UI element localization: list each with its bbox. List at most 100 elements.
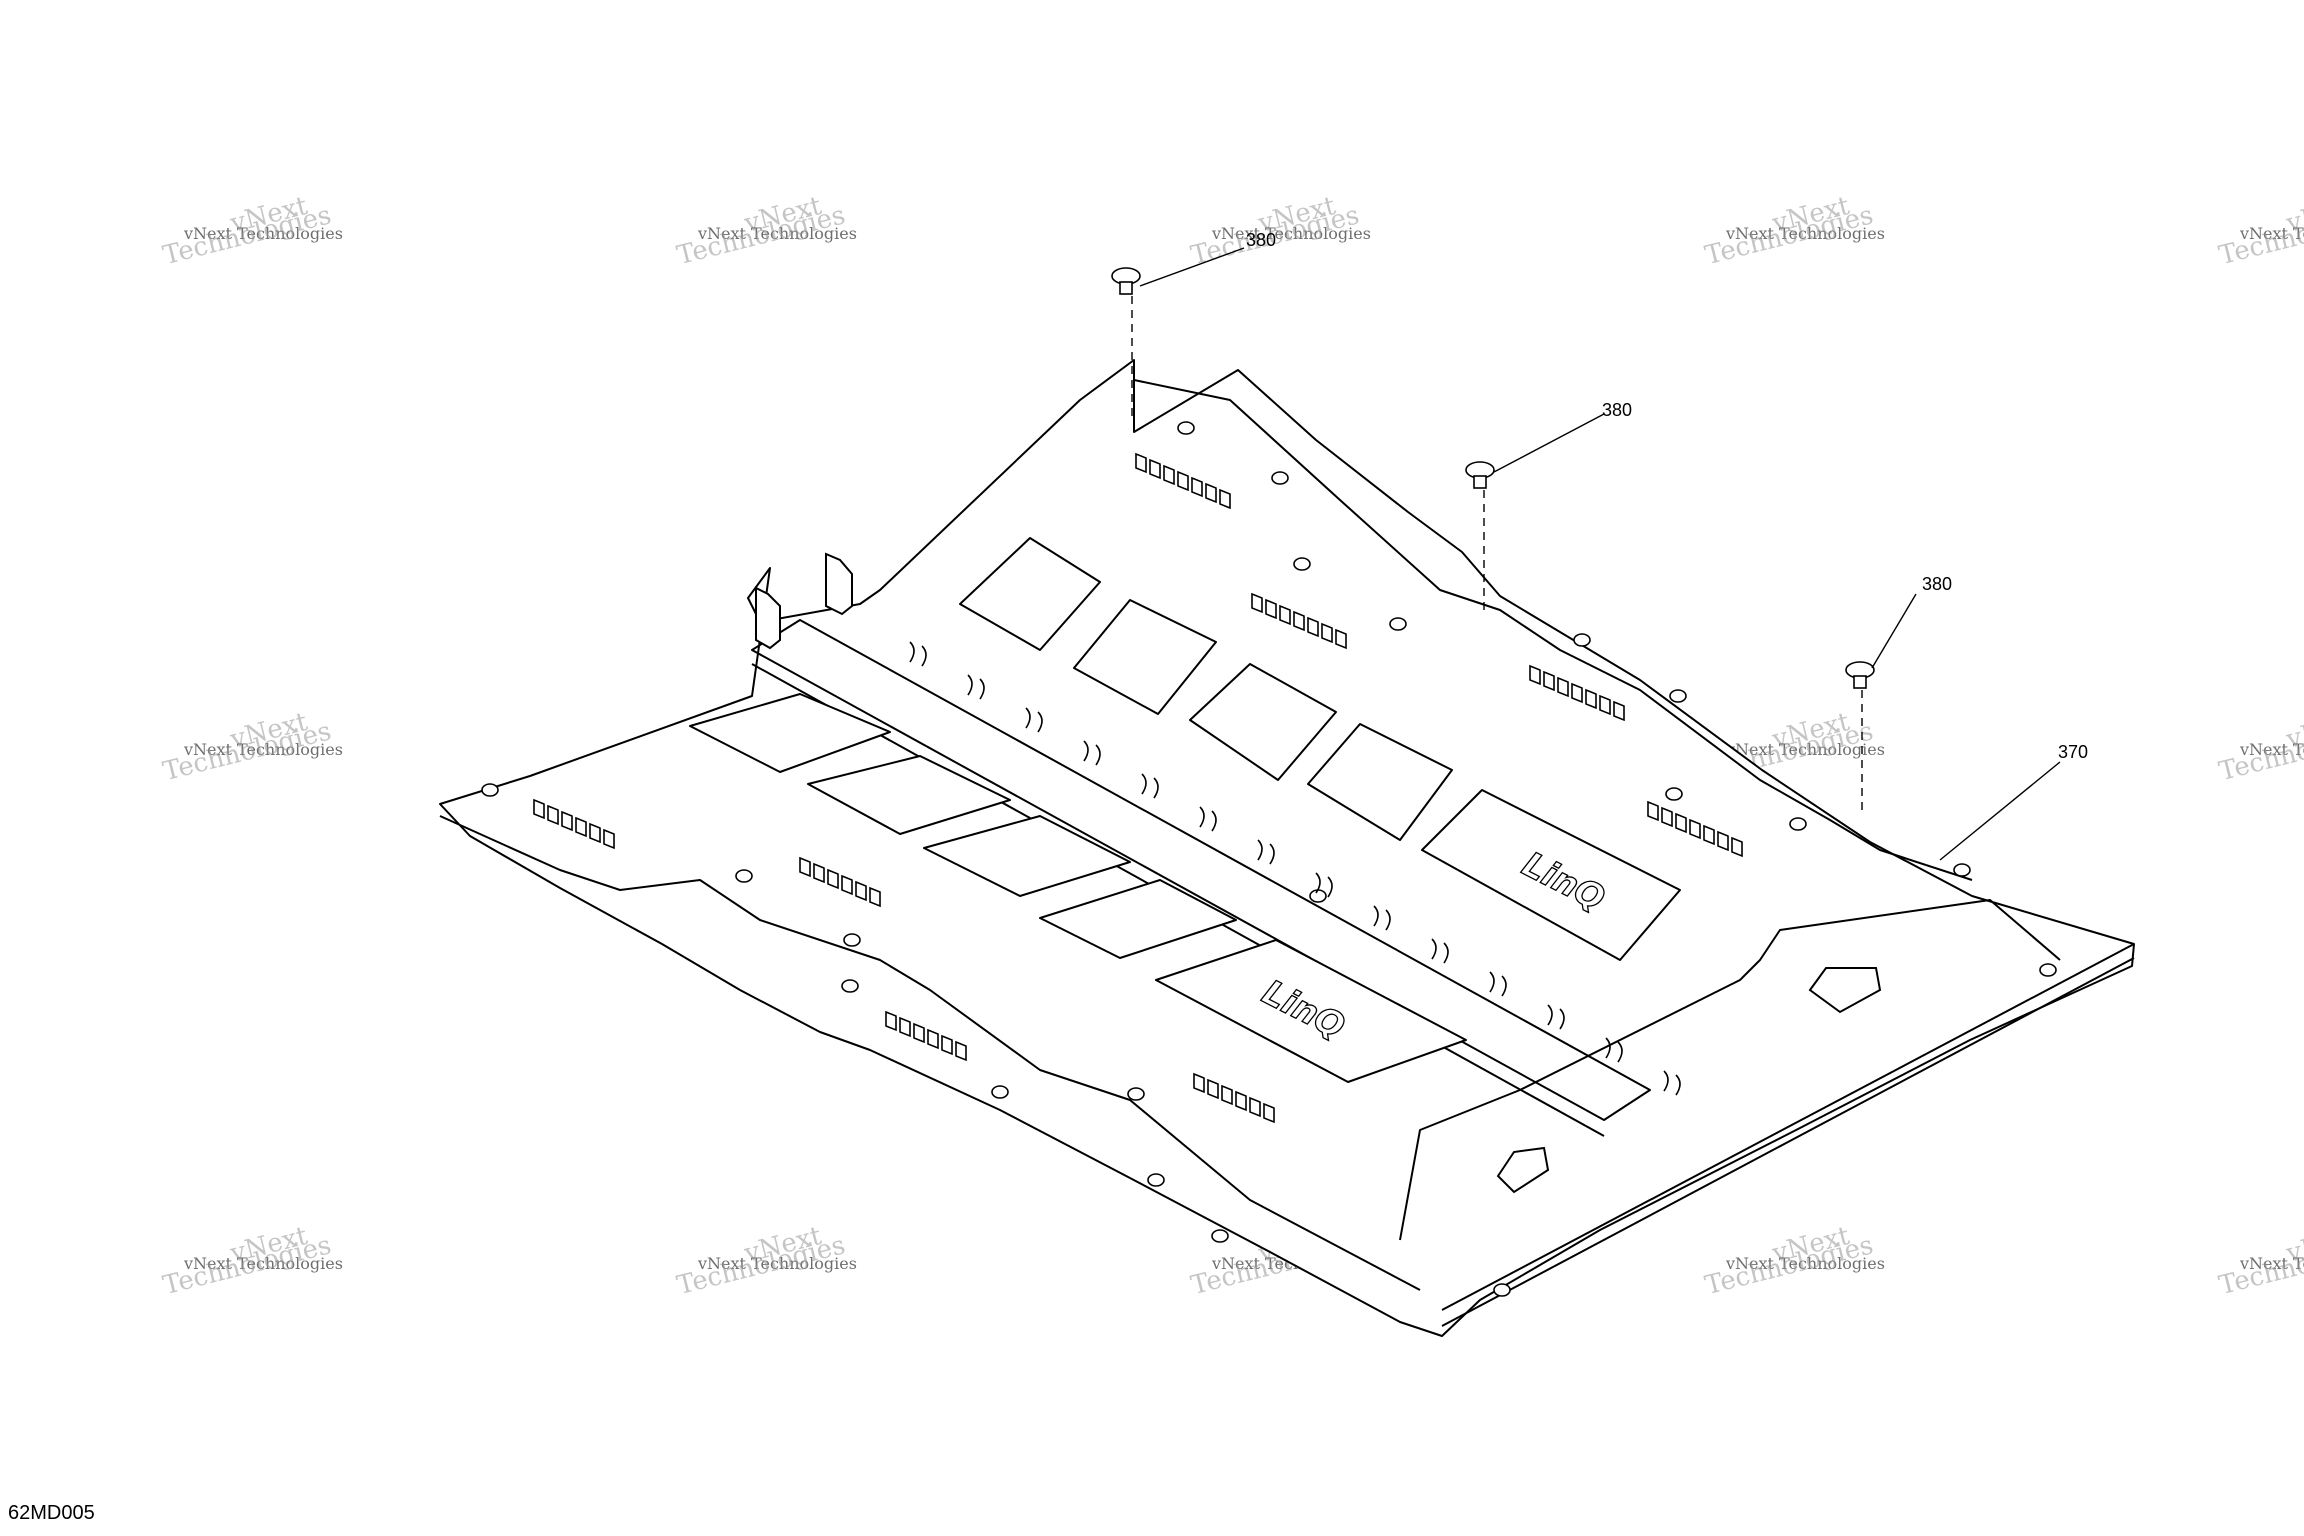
rail-slot	[1315, 872, 1333, 898]
vent-slot	[1557, 676, 1569, 698]
vent-slot	[899, 1016, 911, 1038]
mounting-hole	[1669, 689, 1687, 703]
mounting-hole	[1177, 421, 1195, 435]
rear-tabs	[755, 552, 1882, 1194]
vent-grilles	[533, 452, 1743, 1124]
vent-slot	[1661, 806, 1673, 828]
vent-slot	[1149, 458, 1161, 480]
skid-plate-outline	[439, 359, 2135, 1337]
mounting-hole	[1389, 617, 1407, 631]
front-lip	[1441, 943, 2135, 1327]
mounting-hole	[1293, 557, 1311, 571]
vent-slot	[1675, 812, 1687, 834]
vent-slot	[1599, 694, 1611, 716]
vent-slot	[813, 862, 825, 884]
vent-slot	[1235, 1090, 1247, 1112]
pad-8	[1039, 879, 1237, 959]
vent-slot	[1263, 1102, 1275, 1124]
vent-slot	[1335, 628, 1347, 650]
rail-slot	[1547, 1004, 1565, 1030]
vent-slot	[1529, 664, 1541, 686]
vent-slot	[603, 828, 615, 850]
assembly-lines	[1131, 296, 1863, 814]
pad-4	[1307, 723, 1453, 841]
vent-slot	[1731, 836, 1743, 858]
vent-slot	[1249, 1096, 1261, 1118]
vent-slot	[1219, 488, 1231, 510]
pad-7	[923, 815, 1131, 897]
rail-slot	[909, 641, 927, 667]
fastener-3	[1845, 661, 1875, 689]
vent-slot	[1293, 610, 1305, 632]
right-edge-contour	[1133, 379, 1973, 881]
raised-pads	[689, 537, 1681, 1083]
vent-slot	[1307, 616, 1319, 638]
vent-slot	[1251, 592, 1263, 614]
vent-slot	[1191, 476, 1203, 498]
vent-slot	[1265, 598, 1277, 620]
vent-slot	[885, 1010, 897, 1032]
rear-tab-right	[825, 552, 853, 616]
vent-slot	[533, 798, 545, 820]
mounting-hole	[1953, 863, 1971, 877]
rail-slot	[1025, 707, 1043, 733]
vent-slot	[1321, 622, 1333, 644]
pad-1	[959, 537, 1101, 651]
vent-slot	[1279, 604, 1291, 626]
front-shelf	[1399, 899, 2061, 1241]
vent-slot	[561, 810, 573, 832]
vent-slot	[1647, 800, 1659, 822]
rail-slot	[1257, 839, 1275, 865]
mounting-hole	[1573, 633, 1591, 647]
vent-slot	[547, 804, 559, 826]
callout-370: 370	[2058, 742, 2088, 762]
mounting-hole	[481, 783, 499, 797]
mounting-hole	[991, 1085, 1009, 1099]
pad-6	[807, 755, 1011, 835]
rail-slot	[1431, 938, 1449, 964]
left-edge-contour	[439, 815, 1421, 1291]
vent-slot	[1207, 1078, 1219, 1100]
vent-slot	[575, 816, 587, 838]
vent-slot	[855, 880, 867, 902]
fastener-1	[1111, 267, 1141, 295]
mounting-hole	[2039, 963, 2057, 977]
callout-380-c: 380	[1922, 574, 1952, 594]
mounting-hole	[1271, 471, 1289, 485]
vent-slot	[913, 1022, 925, 1044]
vent-slot	[955, 1040, 967, 1062]
vent-slot	[1543, 670, 1555, 692]
fastener-2	[1465, 461, 1495, 489]
front-hook-2	[1496, 1146, 1550, 1194]
mounting-hole	[841, 979, 859, 993]
logo-pad-2	[1155, 939, 1467, 1083]
rail-slots	[909, 641, 1681, 1096]
vent-slot	[1177, 470, 1189, 492]
pad-3	[1189, 663, 1337, 781]
mounting-hole	[1147, 1173, 1165, 1187]
vent-slot	[1613, 700, 1625, 722]
mounting-hole	[1211, 1229, 1229, 1243]
callout-380-b: 380	[1602, 400, 1632, 420]
skid-plate	[439, 359, 2135, 1337]
rail-slot	[1199, 806, 1217, 832]
callout-380-a: 380	[1246, 230, 1276, 250]
vent-slot	[589, 822, 601, 844]
vent-slot	[1689, 818, 1701, 840]
rail-slot	[1605, 1037, 1623, 1063]
mounting-hole	[735, 869, 753, 883]
logo-pad-1	[1421, 789, 1681, 961]
rear-tab-left	[755, 586, 781, 650]
vent-slot	[1585, 688, 1597, 710]
rail-slot	[967, 674, 985, 700]
pad-5	[689, 693, 891, 773]
vent-slot	[1135, 452, 1147, 474]
mounting-hole	[843, 933, 861, 947]
vent-slot	[1703, 824, 1715, 846]
mounting-hole	[1127, 1087, 1145, 1101]
vent-slot	[1205, 482, 1217, 504]
rail-slot	[1663, 1070, 1681, 1096]
front-hook-1	[1808, 967, 1882, 1014]
vent-slot	[1717, 830, 1729, 852]
fasteners	[1111, 267, 1875, 689]
